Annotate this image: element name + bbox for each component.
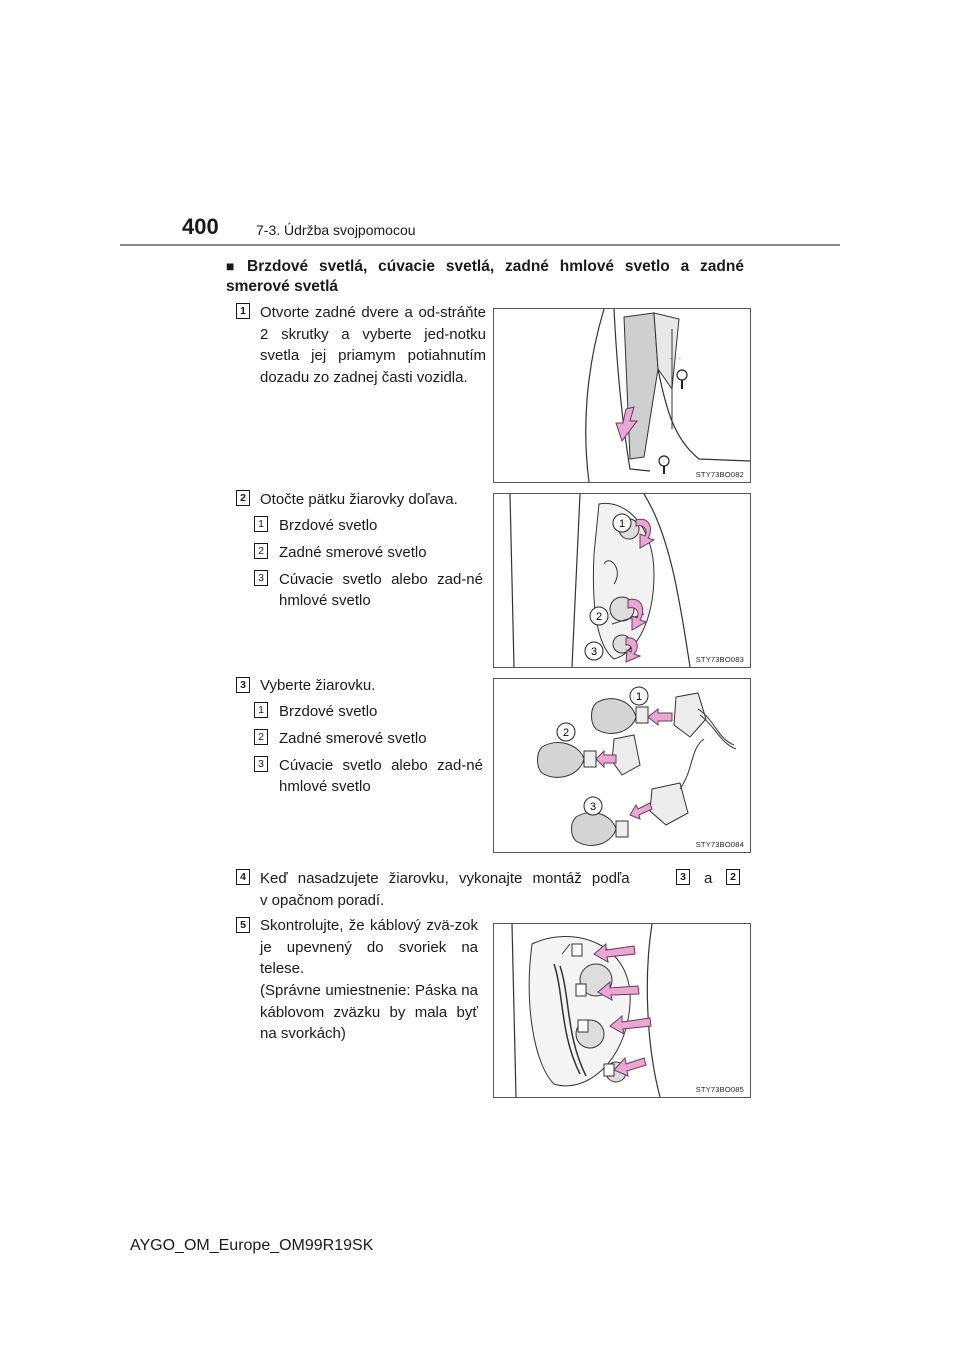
heading-marker: ■ — [226, 258, 242, 274]
figure-code: STY73BO085 — [695, 1085, 744, 1094]
step-1-badge: 1 — [236, 303, 250, 319]
heading-text: Brzdové svetlá, cúvacie svetlá, zadné hm… — [226, 258, 744, 295]
step-5-note: (Správne umiestnenie: Páska na káblovom … — [260, 982, 478, 1042]
figure-code: STY73BO083 — [695, 655, 744, 664]
callout-3: 3 — [591, 646, 597, 658]
step-2-figure: 1 2 3 STY73BO083 — [493, 493, 751, 668]
step-5-badge: 5 — [236, 917, 250, 933]
callout-2: 2 — [563, 727, 569, 739]
step-2-item-1-label: Brzdové svetlo — [279, 517, 378, 534]
step-1-figure: - - - STY73BO082 — [493, 308, 751, 483]
page-number: 400 — [182, 214, 219, 239]
step-3-item-2-badge: 2 — [254, 729, 268, 745]
document-code: AYGO_OM_Europe_OM99R19SK — [130, 1237, 374, 1254]
step-2-text: Otočte pätku žiarovky doľava. — [260, 491, 458, 508]
step-3-item-3-label: Cúvacie svetlo alebo zad-né hmlové svetl… — [279, 757, 483, 795]
tail-light-removal-illustration: - - - — [585, 309, 750, 482]
step-2-item-2-badge: 2 — [254, 543, 268, 559]
step-2-item-3-badge: 3 — [254, 570, 268, 586]
step-1-text: Otvorte zadné dvere a od-stráňte 2 skrut… — [260, 304, 486, 386]
bulb-removal-illustration: 1 2 3 — [537, 686, 737, 846]
step-4-line-1: Keď nasadzujete žiarovku, vykonajte mont… — [260, 868, 678, 890]
step-ref-3-badge: 3 — [676, 869, 690, 885]
callout-2: 2 — [596, 611, 602, 623]
step-3-item-1-label: Brzdové svetlo — [279, 703, 378, 720]
step-4-text-after: v opačnom poradí. — [260, 892, 385, 909]
step-4-badge: 4 — [236, 869, 250, 885]
step-3-item-1-badge: 1 — [254, 702, 268, 718]
step-3-figure: 1 2 3 STY73BO084 — [493, 678, 751, 853]
step-3-item-2-label: Zadné smerové svetlo — [279, 730, 427, 747]
section-heading: ■Brzdové svetlá, cúvacie svetlá, zadné h… — [226, 256, 744, 297]
step-3-badge: 3 — [236, 677, 250, 693]
callout-1: 1 — [636, 691, 642, 703]
step-2-item-2-label: Zadné smerové svetlo — [279, 544, 427, 561]
callout-1: 1 — [619, 518, 625, 530]
step-3-text: Vyberte žiarovku. — [260, 677, 376, 694]
wiring-harness-clamps-illustration — [511, 924, 661, 1097]
header-divider — [120, 244, 840, 246]
step-2-item-3-label: Cúvacie svetlo alebo zad-né hmlové svetl… — [279, 571, 483, 609]
figure-code: STY73BO084 — [695, 840, 744, 849]
step-2-badge: 2 — [236, 490, 250, 506]
bulb-socket-turn-illustration: 1 2 3 — [509, 494, 691, 667]
step-4-text-before: Keď nasadzujete žiarovku, vykonajte mont… — [260, 870, 630, 887]
step-5-figure: STY73BO085 — [493, 923, 751, 1098]
step-2-item-1-badge: 1 — [254, 516, 268, 532]
step-4-conjunction: a — [704, 870, 713, 887]
step-ref-2-badge: 2 — [726, 869, 740, 885]
step-5-text: Skontrolujte, že káblový zvä-zok je upev… — [260, 917, 478, 977]
figure-code: STY73BO082 — [695, 470, 744, 479]
callout-3: 3 — [590, 801, 596, 813]
step-3-item-3-badge: 3 — [254, 756, 268, 772]
section-title: 7-3. Údržba svojpomocou — [256, 222, 416, 238]
svg-text:- - -: - - - — [670, 356, 682, 363]
